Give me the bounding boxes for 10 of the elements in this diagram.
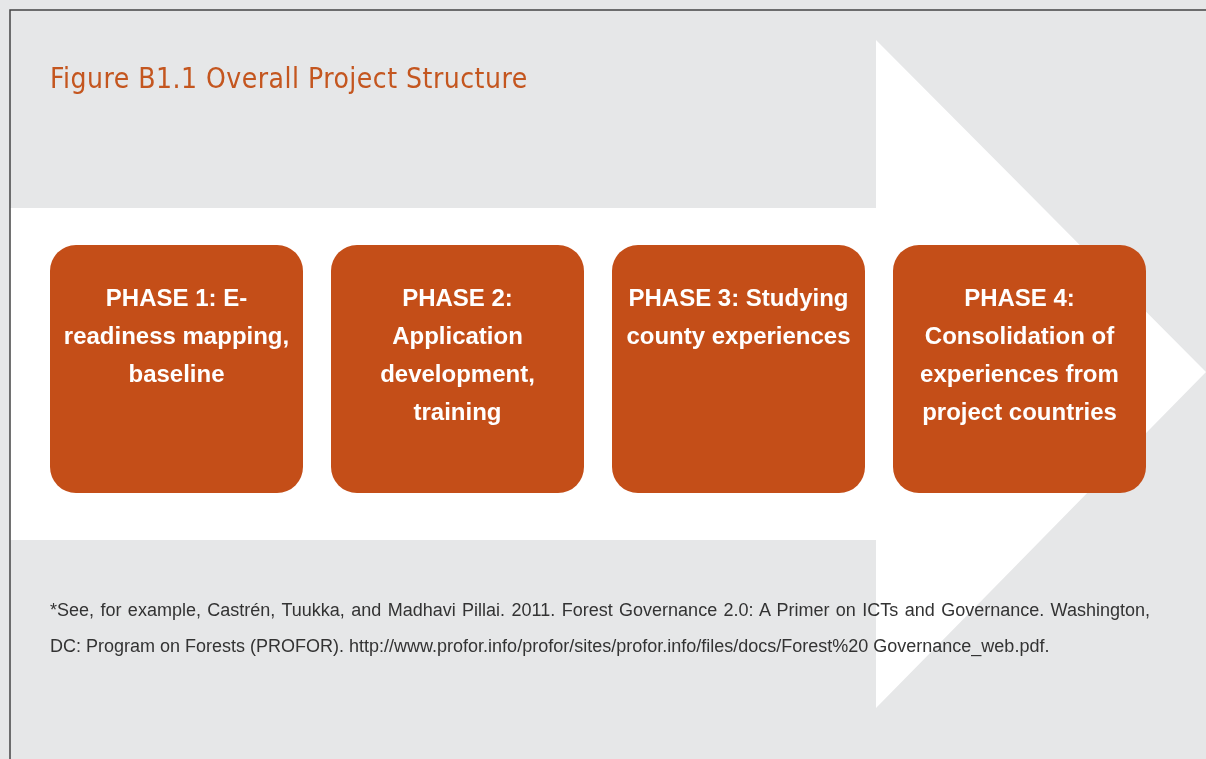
phase-box	[893, 245, 1146, 493]
footnote: *See, for example, Castrén, Tuukka, and Madhavi Pillai. 2011. Forest Governance 2.0: A Primer on ICTs and Governance. Washington, DC: Program on Forests (PROFOR). http://www.profor.info/profor/sites/profor.info/files/docs/Forest%20 Governance_web.pdf.	[50, 599, 1150, 659]
phase-text: PHASE 1: E-readiness mapping, baseline	[62, 283, 291, 389]
phase-text: PHASE 4: Consolidation of experiences from project countries	[919, 283, 1120, 427]
phase-box	[50, 245, 303, 493]
phase-box	[331, 245, 584, 493]
figure-title: Figure B1.1 Overall Project Structure	[50, 62, 528, 95]
phase-text: PHASE 2: Application development, training	[379, 283, 536, 427]
phase-text: PHASE 3: Studying county experiences	[625, 283, 852, 351]
phase-box	[612, 245, 865, 493]
